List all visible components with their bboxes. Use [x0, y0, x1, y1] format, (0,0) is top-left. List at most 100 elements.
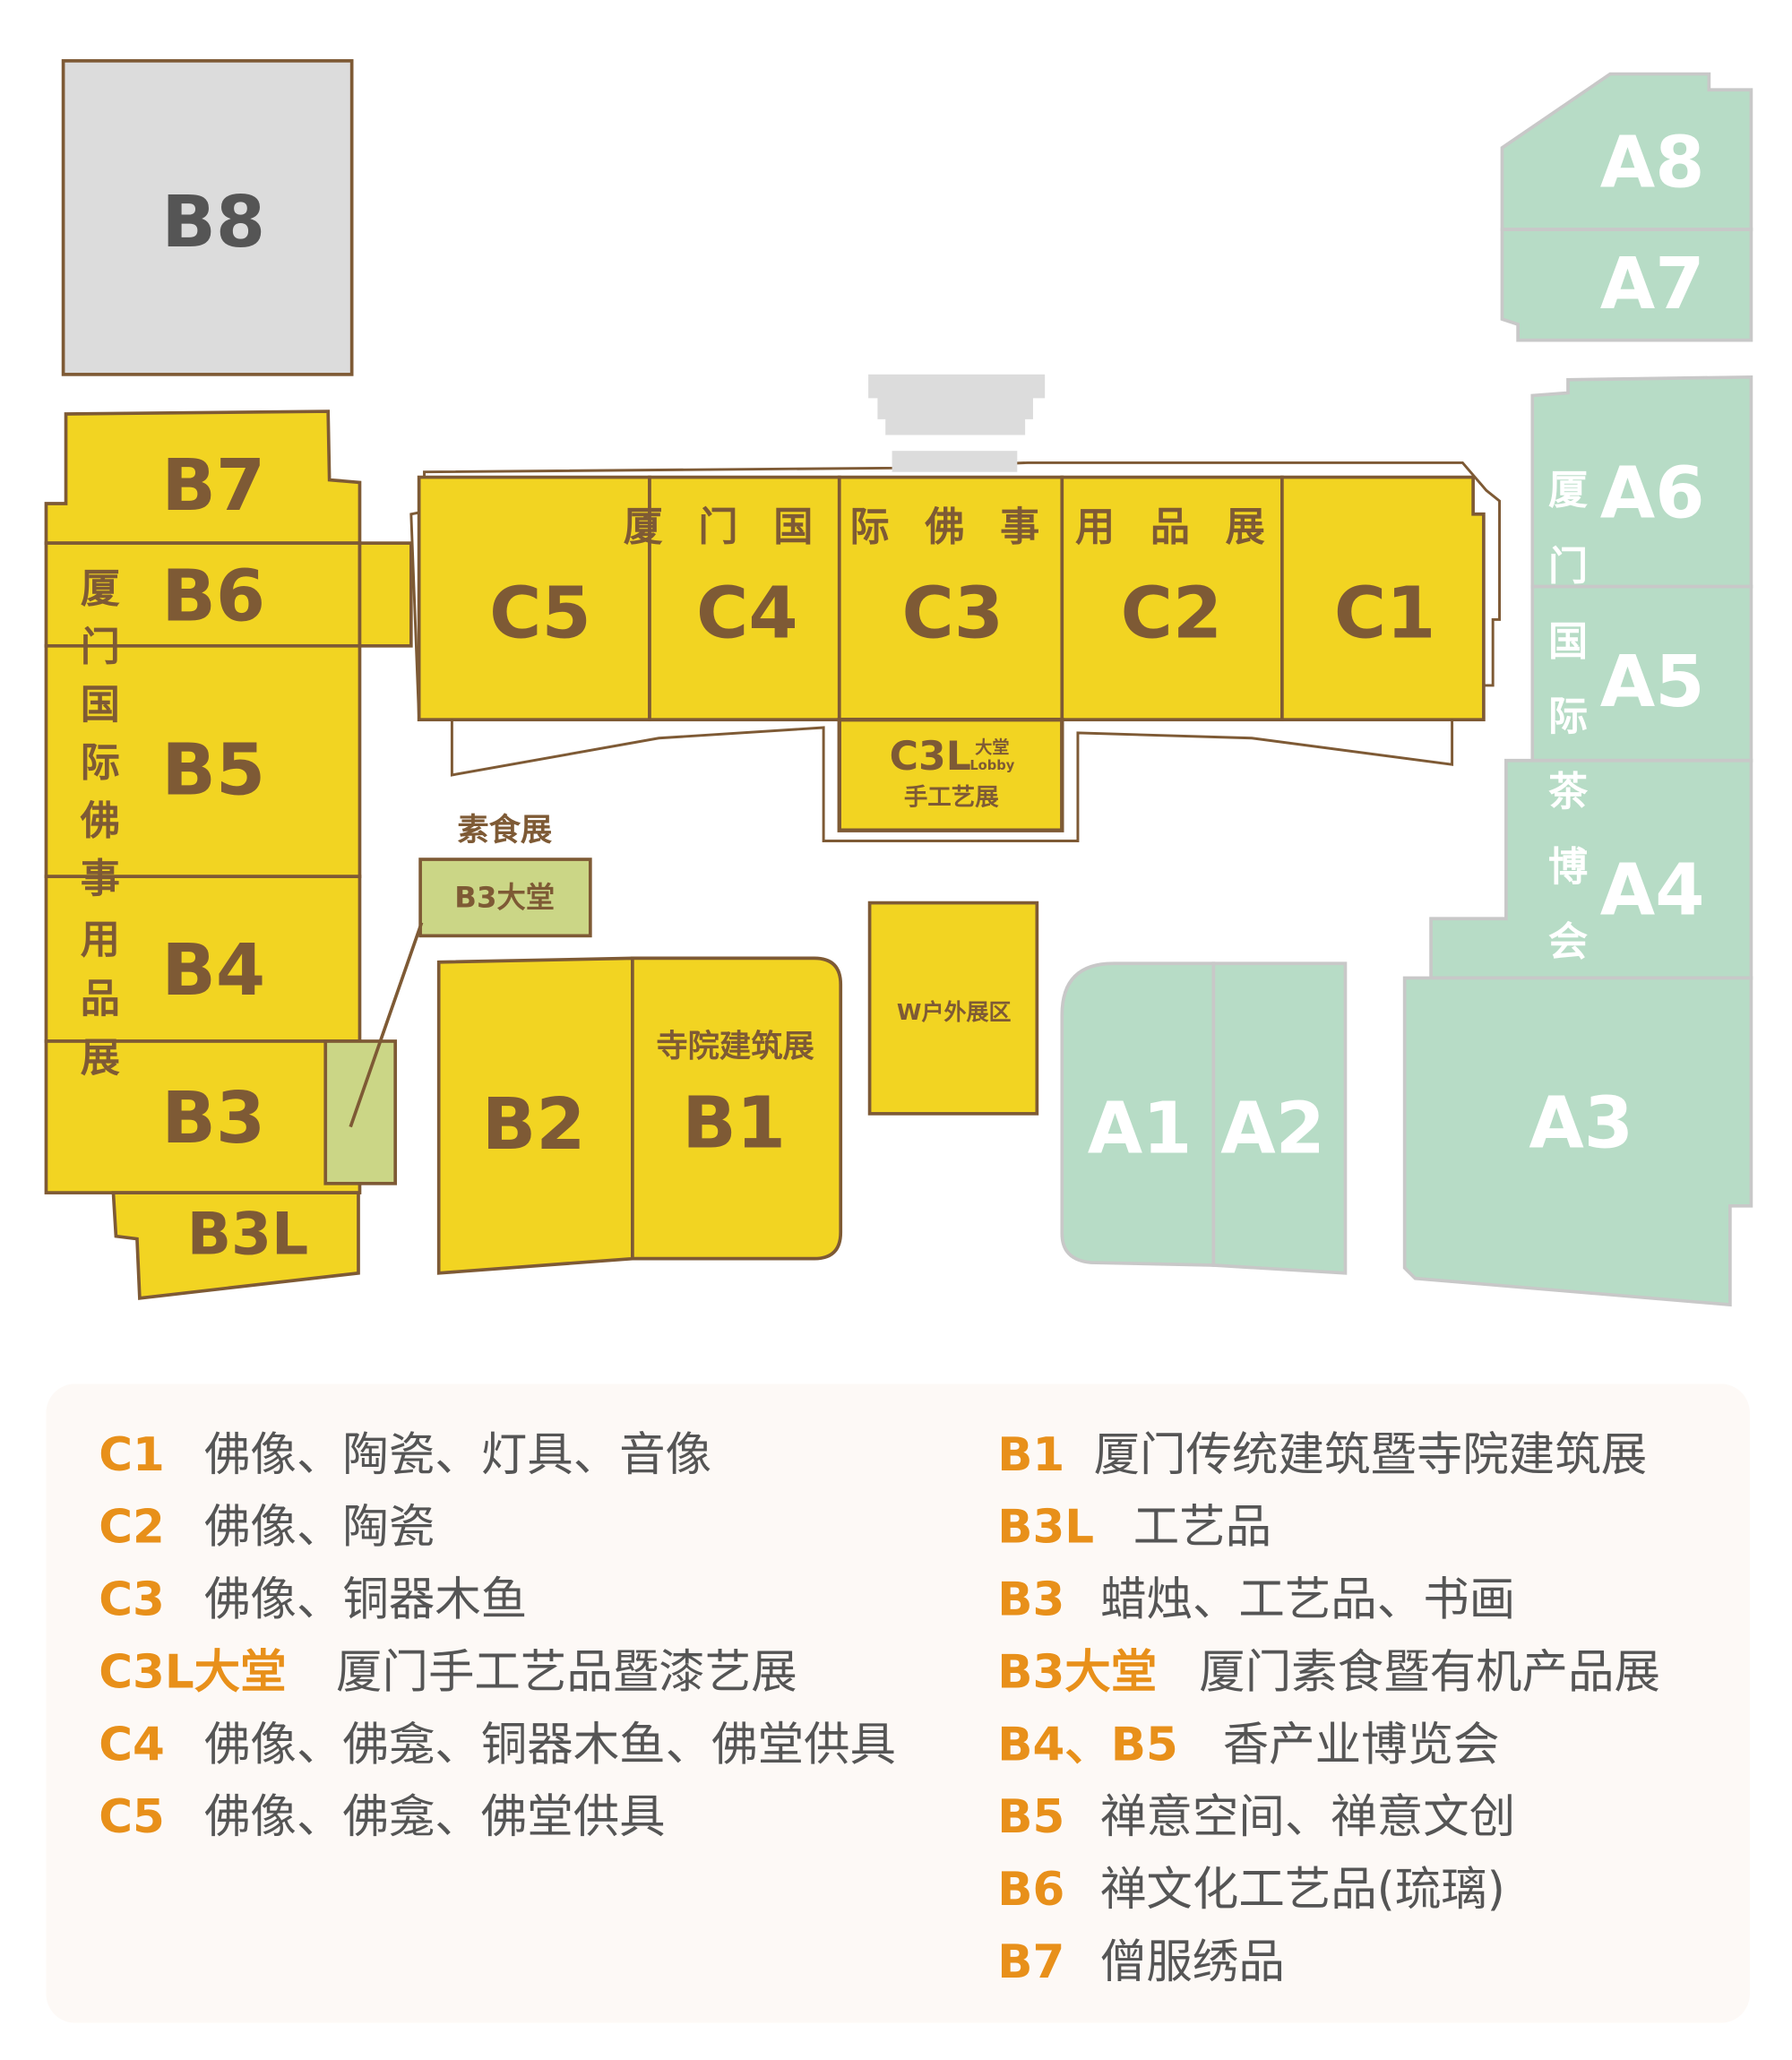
svg-text:国: 国 — [81, 683, 120, 728]
b1-title: 寺院建筑展 — [656, 1028, 814, 1064]
svg-text:事: 事 — [81, 857, 120, 902]
hall-b5[interactable] — [44, 643, 362, 879]
svg-text:C5: C5 — [99, 1790, 165, 1844]
svg-text:C3L大堂: C3L大堂 — [99, 1645, 286, 1699]
svg-text:佛像、陶瓷、灯具、音像: 佛像、陶瓷、灯具、音像 — [204, 1428, 711, 1482]
svg-text:事: 事 — [1000, 504, 1039, 550]
svg-text:厦门传统建筑暨寺院建筑展: 厦门传统建筑暨寺院建筑展 — [1094, 1428, 1648, 1482]
svg-text:厦门手工艺品暨漆艺展: 厦门手工艺品暨漆艺展 — [336, 1645, 797, 1699]
label-b2: B2 — [482, 1082, 586, 1166]
svg-text:C4: C4 — [99, 1718, 165, 1771]
label-b3: B3 — [161, 1076, 265, 1159]
svg-text:佛像、佛龛、铜器木鱼、佛堂供具: 佛像、佛龛、铜器木鱼、佛堂供具 — [204, 1718, 896, 1771]
svg-text:B1: B1 — [997, 1428, 1064, 1482]
label-b3l: B3L — [187, 1202, 309, 1269]
label-b7: B7 — [161, 444, 265, 527]
svg-text:佛像、陶瓷: 佛像、陶瓷 — [204, 1501, 435, 1555]
hall-b3l[interactable] — [111, 1191, 360, 1300]
hall-c3[interactable] — [837, 475, 1064, 722]
svg-text:厦: 厦 — [624, 504, 663, 550]
svg-text:茶: 茶 — [1548, 770, 1589, 815]
label-a3: A3 — [1529, 1082, 1633, 1165]
hall-a2[interactable] — [1211, 961, 1348, 1275]
svg-text:国: 国 — [773, 504, 813, 550]
label-b4: B4 — [161, 928, 265, 1012]
svg-text:B3大堂: B3大堂 — [997, 1645, 1157, 1699]
label-c5: C5 — [489, 572, 591, 655]
c3l-name: 手工艺展 — [904, 783, 999, 811]
svg-text:门: 门 — [698, 504, 737, 550]
hall-c1[interactable] — [1280, 475, 1486, 722]
label-a2: A2 — [1220, 1087, 1325, 1170]
outdoor-area[interactable] — [867, 901, 1039, 1116]
label-b6: B6 — [161, 554, 265, 637]
buddhist-expo-vertical-label: 厦 门 国 际 佛 事 用 品 展 — [80, 566, 120, 1082]
svg-text:B6: B6 — [997, 1863, 1064, 1917]
svg-text:际: 际 — [1548, 694, 1588, 740]
label-a5: A5 — [1600, 640, 1705, 723]
label-a4: A4 — [1600, 848, 1705, 931]
svg-text:际: 际 — [81, 740, 120, 786]
hall-b3[interactable] — [44, 1039, 362, 1194]
svg-text:展: 展 — [1226, 504, 1265, 550]
svg-text:蜡烛、工艺品、书画: 蜡烛、工艺品、书画 — [1100, 1573, 1515, 1627]
svg-text:厦: 厦 — [81, 566, 120, 612]
label-c1: C1 — [1334, 572, 1436, 655]
svg-text:B4、B5: B4、B5 — [997, 1718, 1178, 1771]
svg-text:C2: C2 — [99, 1501, 165, 1555]
c3l-code: C3L — [890, 734, 971, 780]
label-c3: C3 — [901, 572, 1004, 655]
svg-text:用: 用 — [81, 917, 120, 962]
hall-b4[interactable] — [44, 875, 362, 1043]
svg-text:C3: C3 — [99, 1573, 165, 1627]
b3-lobby-area — [323, 1039, 398, 1185]
svg-text:佛: 佛 — [924, 504, 964, 550]
buddhist-expo-banner: 厦 门 国 际 佛 事 用 品 展 — [624, 504, 1265, 550]
label-c4: C4 — [696, 572, 798, 655]
svg-text:B5: B5 — [997, 1790, 1064, 1844]
entrance-stage — [868, 374, 1046, 472]
svg-text:僧服绣品: 僧服绣品 — [1100, 1935, 1285, 1989]
label-b8: B8 — [161, 180, 265, 263]
label-a6: A6 — [1600, 452, 1705, 535]
hall-c3l[interactable] — [837, 717, 1064, 832]
b3-lobby-label: B3大堂 — [454, 881, 555, 915]
svg-text:禅意空间、禅意文创: 禅意空间、禅意文创 — [1100, 1790, 1515, 1844]
svg-text:佛像、佛龛、佛堂供具: 佛像、佛龛、佛堂供具 — [204, 1790, 666, 1844]
outdoor-label: W户外展区 — [897, 999, 1012, 1025]
svg-text:品: 品 — [1150, 504, 1190, 550]
label-c2: C2 — [1121, 572, 1223, 655]
c3l-hall: 大堂 — [975, 737, 1009, 758]
hall-c2[interactable] — [1060, 475, 1284, 722]
svg-text:禅文化工艺品(琉璃): 禅文化工艺品(琉璃) — [1100, 1863, 1505, 1917]
label-a1: A1 — [1088, 1087, 1193, 1170]
hall-b3-lobby[interactable] — [418, 858, 592, 938]
svg-text:门: 门 — [81, 625, 120, 670]
hall-a3[interactable] — [1402, 976, 1753, 1307]
hall-b8[interactable] — [61, 59, 354, 376]
svg-text:展: 展 — [81, 1036, 120, 1082]
svg-text:会: 会 — [1548, 919, 1588, 965]
hall-b1[interactable] — [631, 956, 843, 1261]
c3l-lobby: Lobby — [969, 758, 1014, 773]
svg-text:厦: 厦 — [1548, 468, 1588, 513]
hall-c4[interactable] — [648, 475, 841, 722]
svg-text:B3: B3 — [997, 1573, 1064, 1627]
svg-text:博: 博 — [1548, 844, 1588, 890]
svg-text:B3L: B3L — [997, 1501, 1094, 1555]
hall-a7[interactable] — [1500, 228, 1753, 342]
svg-text:用: 用 — [1075, 504, 1115, 550]
svg-text:佛: 佛 — [80, 798, 120, 844]
svg-text:国: 国 — [1548, 619, 1588, 665]
label-b5: B5 — [161, 728, 265, 812]
label-b1: B1 — [682, 1082, 786, 1165]
hall-a1[interactable] — [1060, 961, 1216, 1267]
b6-connector — [358, 541, 413, 648]
svg-text:佛像、铜器木鱼: 佛像、铜器木鱼 — [204, 1573, 527, 1627]
hall-a5[interactable] — [1530, 584, 1753, 763]
svg-text:厦门素食暨有机产品展: 厦门素食暨有机产品展 — [1199, 1645, 1660, 1699]
label-a7: A7 — [1600, 242, 1705, 325]
svg-text:品: 品 — [81, 976, 120, 1021]
